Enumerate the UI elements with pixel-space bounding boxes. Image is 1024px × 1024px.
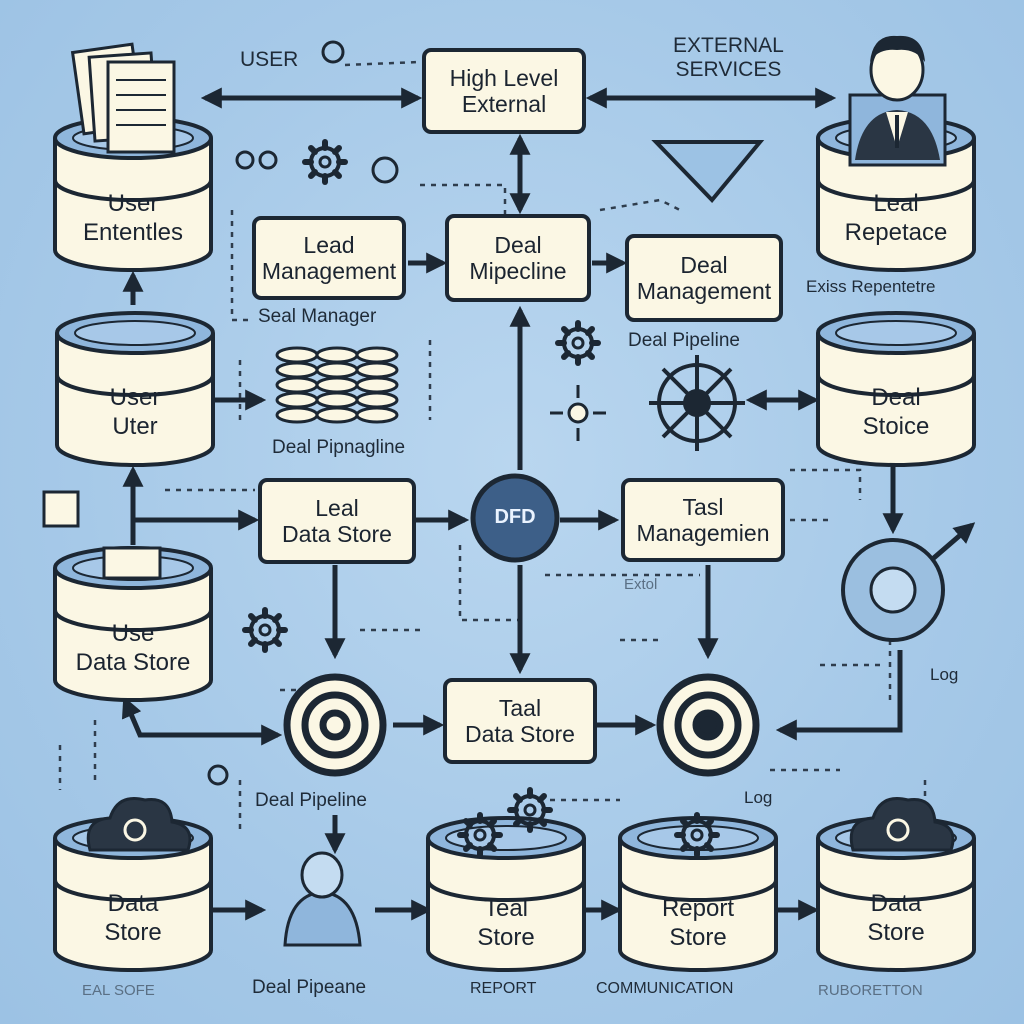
gear-badge-icon <box>102 546 162 580</box>
cyl-line: Data <box>107 890 159 917</box>
gear-icon <box>510 790 550 830</box>
box-line: Taal <box>498 695 542 722</box>
spiral-target-icon <box>283 673 387 777</box>
gear-icon <box>245 610 285 650</box>
cyl-line: Uter <box>112 412 158 440</box>
cyl-line: Store <box>867 918 925 946</box>
box-line: Management <box>261 258 397 284</box>
box-line: Tasl <box>682 494 724 521</box>
box-line: Lead <box>303 232 355 259</box>
cyl-line: Ententles <box>82 218 184 246</box>
box-line: High Level <box>449 65 559 92</box>
label-seal-manager: Seal Manager <box>258 306 377 327</box>
cyl-line: Store <box>477 923 535 951</box>
target-icon <box>656 673 760 777</box>
cyl-line: Repetace <box>844 218 948 246</box>
external-services-line1: EXTERNAL <box>673 34 784 57</box>
box-line: Mipecline <box>469 258 567 284</box>
dfd-hub-label: DFD <box>494 506 536 528</box>
user-avatar-icon <box>283 851 362 947</box>
label-deal-pipeline-low: Deal Pipeline <box>255 790 367 811</box>
gear-icon <box>305 142 345 182</box>
flow-arrows <box>121 87 976 921</box>
cyl-line: Data Store <box>75 648 191 676</box>
label-deal-pipeline: Deal Pipeline <box>628 330 740 351</box>
external-services-line2: SERVICES <box>675 58 782 81</box>
label-log-mid: Log <box>744 788 773 807</box>
box-line: Management <box>636 278 772 304</box>
label-ruboretton: RUBORETTON <box>818 982 923 999</box>
box-line: Deal <box>680 252 728 279</box>
dfd-hub-icon <box>470 473 560 563</box>
user-label: USER <box>240 48 299 71</box>
database-stack-icon <box>275 346 399 424</box>
cloud-icon <box>849 797 955 852</box>
cyl-line: Report <box>661 895 735 922</box>
label-deal-pipeane: Deal Pipeane <box>252 977 367 998</box>
box-line: Managemien <box>636 520 770 546</box>
label-exiss-repentetre: Exiss Repentetre <box>806 277 936 296</box>
cyl-line: User <box>109 384 161 411</box>
funnel-icon <box>651 140 765 203</box>
cyl-line: Leal <box>873 190 919 217</box>
box-line: Leal <box>315 495 359 522</box>
cyl-line: Stoice <box>862 412 930 440</box>
sparkle-icon <box>550 385 606 441</box>
cyl-line: Use <box>111 620 155 647</box>
person-icon <box>848 35 947 167</box>
label-eal-sofe: EAL SOFE <box>82 982 155 999</box>
label-communication: COMMUNICATION <box>596 980 734 997</box>
box-line: Data Store <box>465 721 575 747</box>
cyl-line: Deal <box>871 384 921 411</box>
cyl-line: Store <box>669 923 727 951</box>
label-report: REPORT <box>470 980 537 997</box>
network-hub-icon <box>649 355 745 451</box>
cyl-line: Data <box>870 890 922 917</box>
box-line: Data Store <box>282 521 392 547</box>
widget-icon <box>42 490 80 528</box>
cyl-line: Store <box>104 918 162 946</box>
gauge-icon <box>841 538 945 642</box>
box-line: External <box>461 91 547 117</box>
cyl-line: User <box>107 190 159 217</box>
cloud-icon <box>86 797 192 852</box>
label-deal-pipnagline: Deal Pipnagline <box>272 437 406 458</box>
box-line: Deal <box>494 232 542 259</box>
label-log: Log <box>930 665 959 684</box>
documents-icon <box>70 42 176 154</box>
cyl-line: Teal <box>483 895 529 922</box>
external-services-label: EXTERNAL SERVICES <box>673 34 784 82</box>
location-pin-icon <box>207 40 399 786</box>
label-extol: Extol <box>624 576 658 593</box>
gear-icon <box>558 323 598 363</box>
